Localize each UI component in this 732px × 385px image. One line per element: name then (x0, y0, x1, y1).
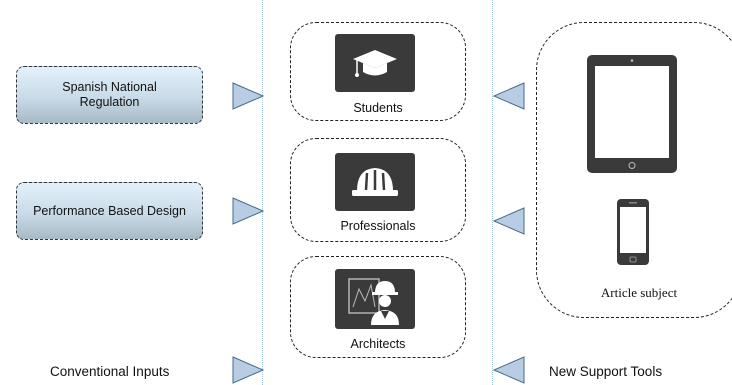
professionals-label: Professionals (340, 219, 416, 233)
article-subject-label: Article subject (600, 285, 678, 300)
students-label: Students (353, 101, 403, 115)
arrow-left-1 (493, 82, 525, 110)
arrow-right-1 (232, 82, 264, 110)
new-support-tools-label: New Support Tools (549, 364, 663, 379)
arrow-left-2 (493, 207, 525, 235)
devices-group: Article subject (536, 22, 732, 318)
architect-icon (335, 269, 415, 329)
left-divider (262, 0, 263, 385)
spanish-regulation-box: Spanish National Regulation (16, 66, 203, 124)
right-divider (492, 0, 493, 385)
students-group: Students (290, 22, 466, 121)
hard-hat-icon (335, 153, 415, 211)
performance-design-label: Performance Based Design (33, 203, 186, 218)
graduation-cap-icon (335, 34, 415, 92)
architects-group: Architects (290, 256, 466, 358)
arrow-right-2 (232, 197, 264, 225)
arrow-right-3 (232, 356, 264, 384)
spanish-regulation-label: Spanish National Regulation (62, 80, 157, 109)
professionals-group: Professionals (290, 138, 466, 242)
smartphone-icon (617, 199, 649, 265)
tablet-icon (587, 55, 677, 173)
performance-design-box: Performance Based Design (16, 182, 203, 240)
conventional-inputs-label: Conventional Inputs (50, 364, 170, 379)
architects-label: Architects (350, 337, 406, 351)
arrow-left-3 (493, 356, 525, 384)
